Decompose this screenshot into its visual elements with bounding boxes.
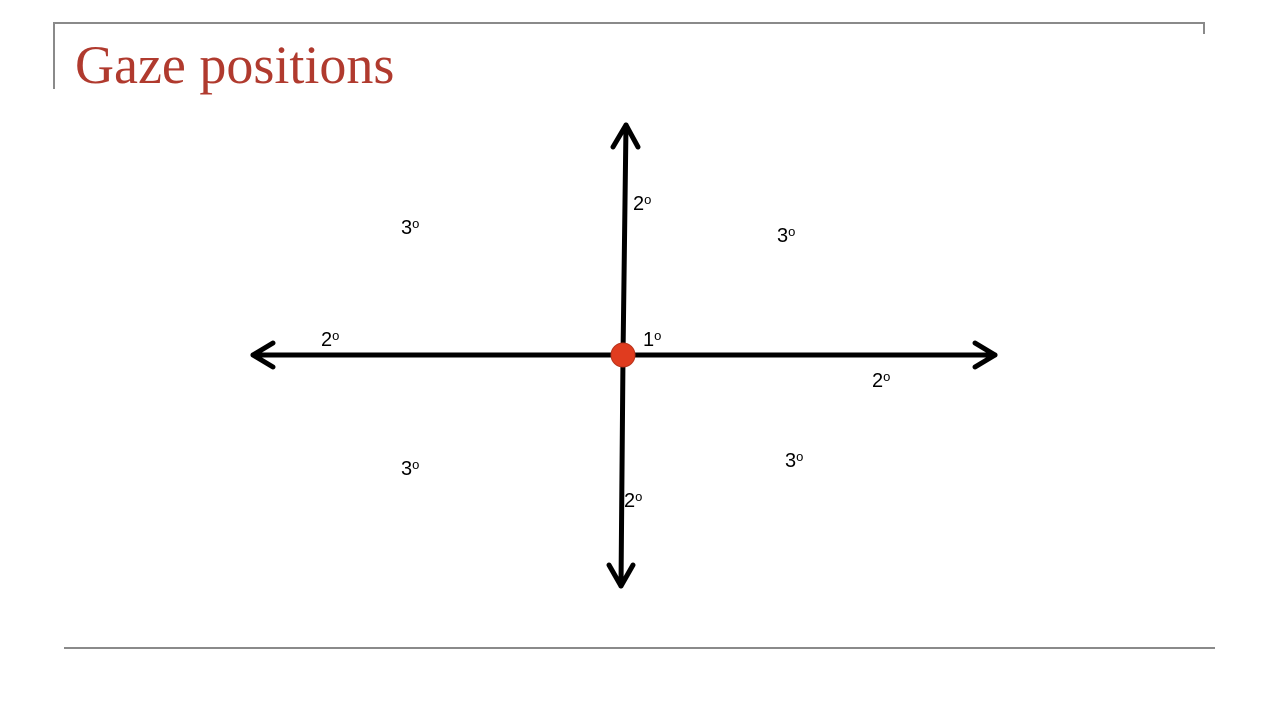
label-tertiary-upper-left: 3o	[401, 216, 420, 239]
label-secondary-up: 2o	[633, 192, 652, 215]
slide-frame-right-rule	[1203, 22, 1205, 34]
label-secondary-right: 2o	[872, 369, 891, 392]
bottom-rule	[64, 647, 1215, 649]
arrowhead-left	[250, 340, 276, 370]
slide-title: Gaze positions	[75, 35, 395, 95]
label-tertiary-lower-right: 3o	[785, 449, 804, 472]
slide-frame-left-rule	[53, 22, 55, 89]
arrowhead-right	[972, 340, 998, 370]
axis-down	[618, 353, 626, 589]
label-tertiary-lower-left: 3o	[401, 457, 420, 480]
label-primary: 1o	[643, 328, 662, 351]
arrowhead-up	[610, 122, 641, 150]
label-secondary-down: 2o	[624, 489, 643, 512]
axis-up	[620, 122, 629, 359]
slide-frame-top-rule	[53, 22, 1205, 24]
label-secondary-left: 2o	[321, 328, 340, 351]
primary-gaze-dot	[610, 342, 636, 368]
arrowhead-down	[606, 562, 636, 589]
label-tertiary-upper-right: 3o	[777, 224, 796, 247]
